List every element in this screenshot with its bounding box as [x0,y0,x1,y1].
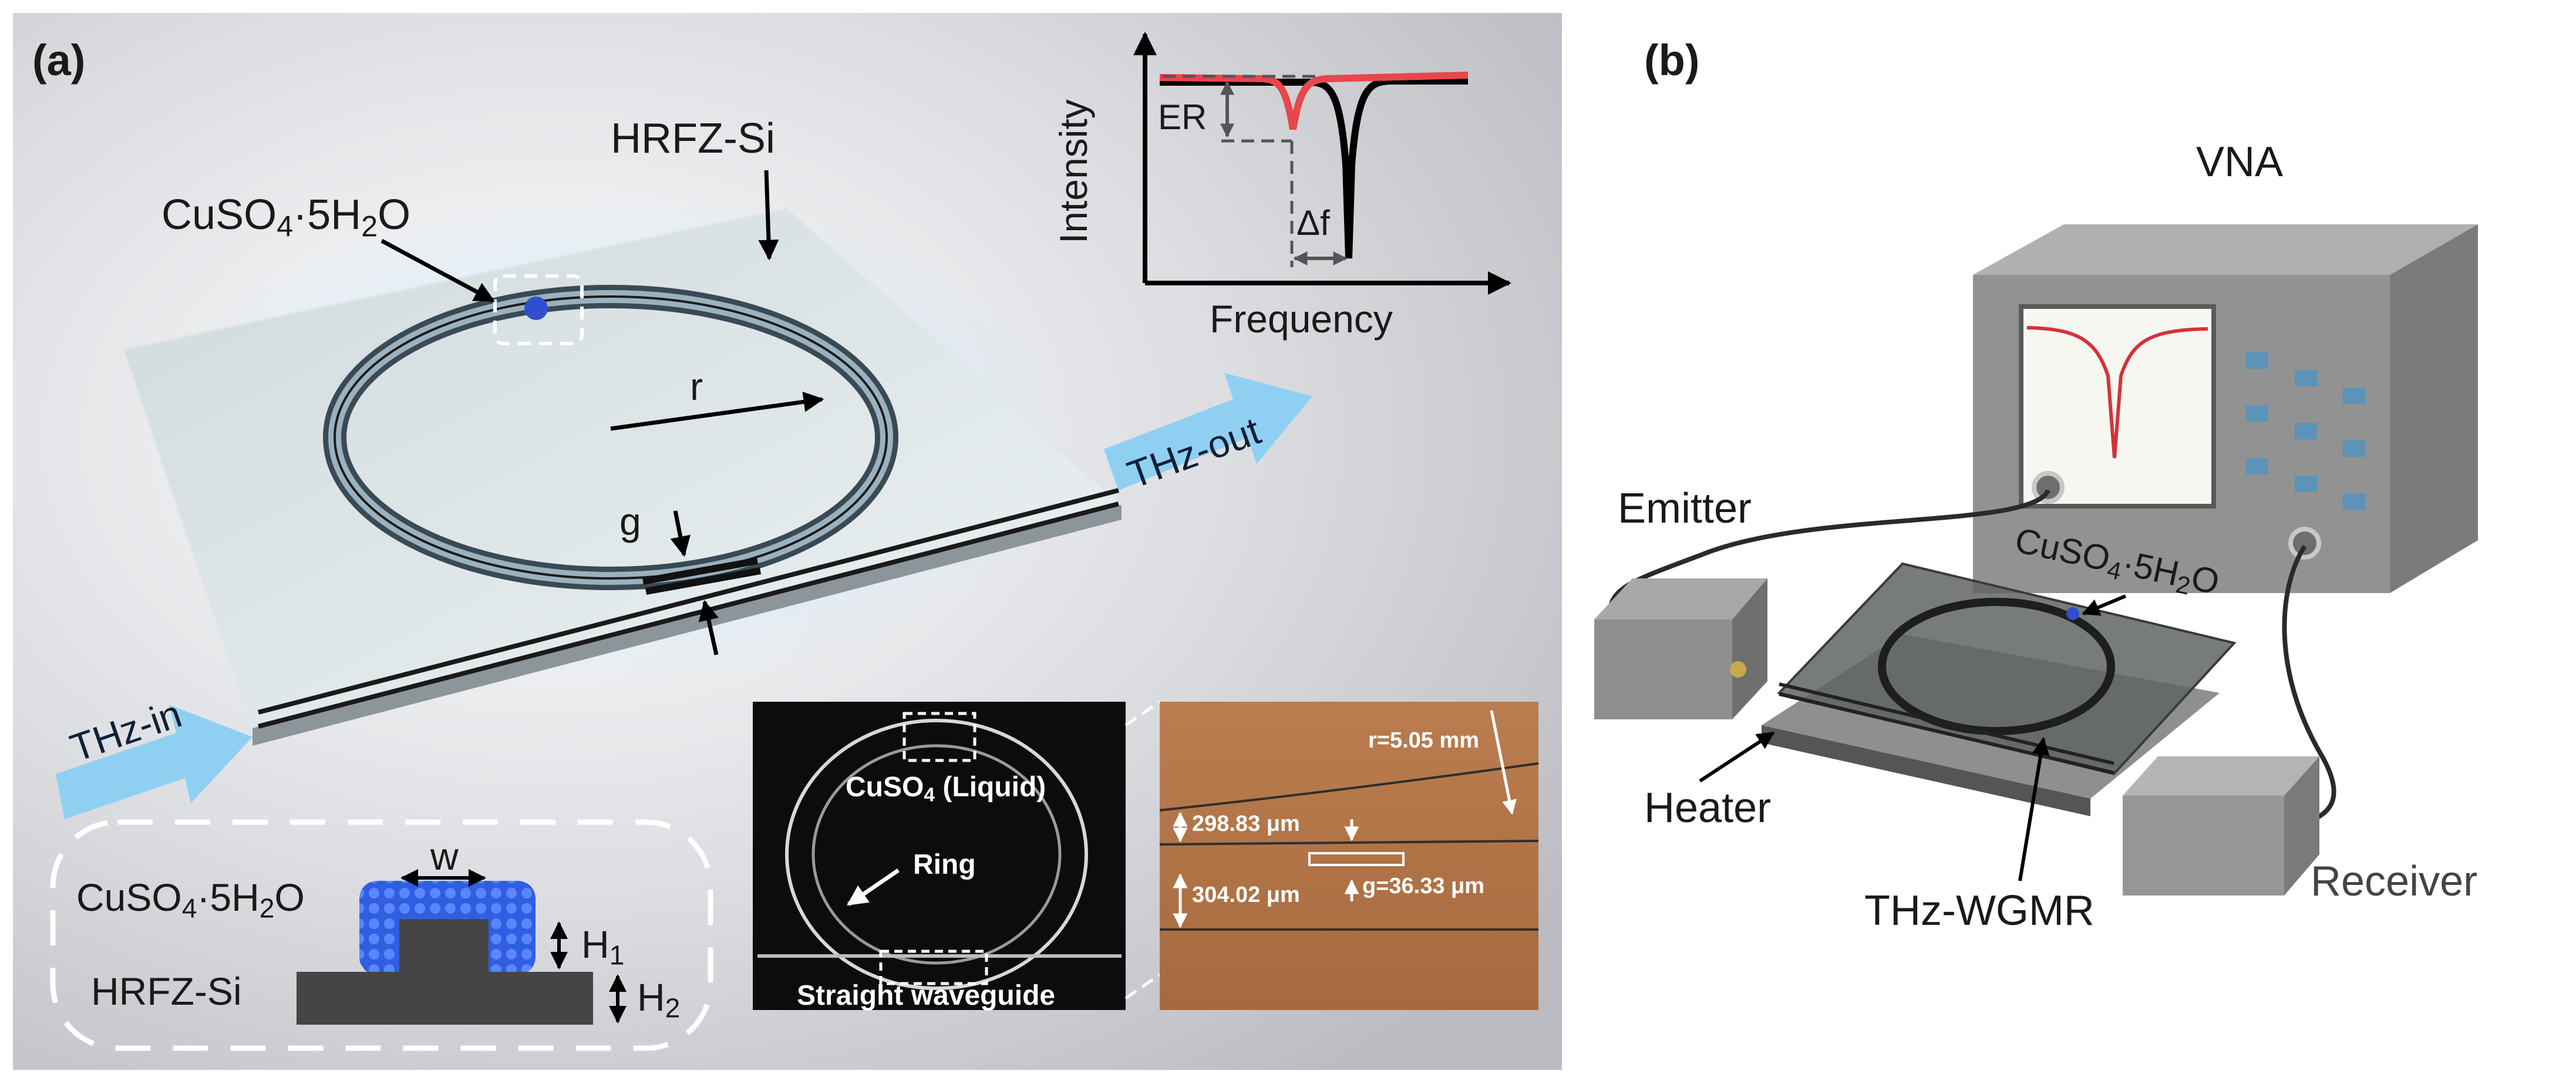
cs-h1-label: H1 [581,923,625,971]
device-pointer [2018,737,2050,881]
emitter-port [1730,661,1746,678]
chip-sample-pointer [2082,594,2127,616]
zoom-line-1 [1124,700,1161,727]
photo-coupler-box [879,950,988,985]
vna-button [2343,440,2365,457]
photo-ring-label: Ring [913,849,976,880]
resonance-inset [1133,32,1511,295]
gap-label: g [619,500,641,543]
vna-button [2246,405,2268,422]
vna-instrument [1973,224,2478,593]
gap-bar-2 [645,567,762,595]
vna-button [2343,493,2365,510]
emitter-box [1594,578,1767,719]
micro-dim1-label: 298.83 μm [1192,812,1300,836]
ring-resonator [323,285,898,590]
gap-arrow-top [670,510,691,557]
vna-trace [2026,326,2208,459]
cs-h2-label: H2 [637,975,681,1024]
vna-button [2295,370,2317,386]
vna-button [2246,352,2268,369]
chip-sample [2066,607,2079,620]
thz-in-arrow [56,705,252,819]
resonance-curve-black [1160,78,1468,259]
heater-label: Heater [1644,785,1772,831]
cross-section [50,819,713,1051]
micro-gap-label: g=36.33 μm [1362,874,1485,898]
cs-sample-label: CuSO4·5H2O [76,876,305,924]
vna-port-right [2288,527,2321,560]
device-label: THz-WGMR [1864,887,2095,934]
micro-radius-label: r=5.05 mm [1368,728,1480,753]
sample-pointer [380,238,496,303]
vna-button [2295,423,2317,439]
ridge-block [399,919,489,972]
substrate-label: HRFZ-Si [611,115,775,162]
substrate-block [297,972,593,1025]
silicon-slab [122,207,1124,746]
photo-liquid-label: CuSO4 (Liquid) [846,772,1046,806]
vna-label: VNA [2196,139,2284,186]
radius-arrow [610,391,824,431]
sample-droplet [524,297,548,320]
vna-port-left [2032,471,2065,504]
receiver-box [2123,756,2319,896]
emitter-cable [1608,489,2050,623]
inset-y-label: Intensity [1052,99,1095,244]
emitter-label: Emitter [1618,485,1752,532]
er-label: ER [1158,97,1207,137]
panel-b-label: (b) [1644,36,1700,85]
micro-dim2-label: 304.02 μm [1192,883,1300,907]
cs-substrate-label: HRFZ-Si [91,969,242,1013]
radius-pointer [1490,710,1517,815]
micrograph [1159,702,1539,1010]
df-label: Δf [1297,203,1330,243]
ring-pointer [847,868,900,906]
vna-button [2295,476,2317,492]
sample-dashed-box [493,274,584,345]
cs-width-label: w [430,834,459,878]
radius-label: r [690,365,703,408]
resonance-curve-red [1159,72,1469,130]
device-photo [753,702,1126,1010]
cross-section-frame [50,819,713,1051]
photo-sample-box [903,712,976,762]
panel-a-label: (a) [32,36,86,85]
sample-label: CuSO4·5H2O [161,191,411,243]
zoom-line-2 [1124,973,1161,1000]
gap-arrow-bottom [698,600,719,655]
thz-out-arrow [1104,373,1312,490]
vna-button [2246,458,2268,474]
photo-waveguide-label: Straight waveguide [797,980,1056,1011]
gap-marker [1308,852,1405,866]
wgmr-chip [1777,562,2237,776]
gap-bar-1 [642,557,759,585]
receiver-label: Receiver [2311,858,2478,905]
vna-button [2343,388,2365,404]
inset-x-label: Frequency [1210,297,1393,341]
heater-pointer [1699,731,1775,783]
substrate-pointer [758,170,779,261]
